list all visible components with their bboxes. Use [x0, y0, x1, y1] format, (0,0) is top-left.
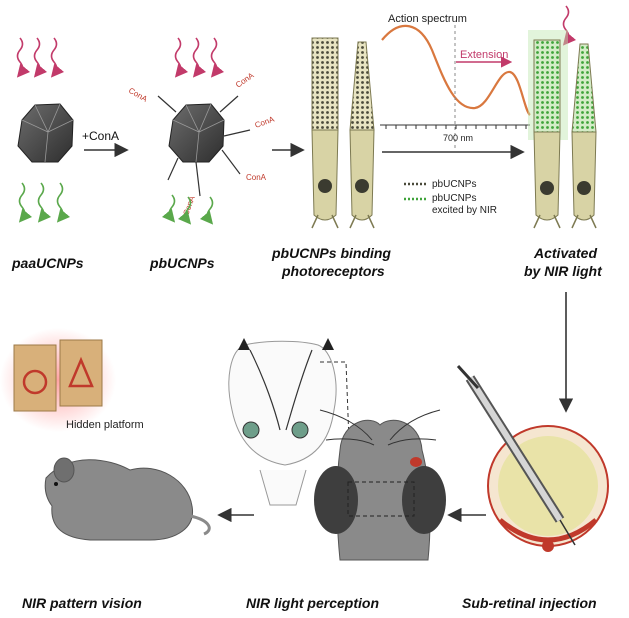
nanoparticle-icon — [17, 103, 74, 163]
legend-item-excited-1: pbUCNPs — [432, 193, 476, 204]
stage-activated: Activated by NIR light — [524, 5, 603, 279]
legend-item-pbucnps: pbUCNPs — [432, 179, 476, 190]
triangle-pattern-icon — [68, 356, 94, 388]
caption-injection: Sub-retinal injection — [462, 595, 597, 611]
legend-item-excited-2: excited by NIR — [432, 205, 497, 216]
stage-photoreceptors: pbUCNPs binding photoreceptors — [271, 37, 391, 279]
stage-label-activated-2: by NIR light — [524, 263, 603, 279]
stage-label-photoreceptors-1: pbUCNPs binding — [271, 245, 391, 261]
syringe-icon — [456, 364, 576, 546]
circle-pattern-icon — [22, 369, 48, 395]
stage-label-activated-1: Activated — [533, 245, 597, 261]
photoreceptor-icon — [571, 43, 597, 229]
nir-wave-icon — [562, 5, 577, 46]
photoreceptor-icon — [349, 41, 375, 229]
action-spectrum: Action spectrum Extension 700 nm — [380, 13, 531, 160]
projection-line — [320, 361, 353, 521]
mouse-icon — [44, 457, 211, 541]
stage-label-paaucnps: paaUCNPs — [11, 255, 84, 271]
stage-perception: NIR light perception — [228, 338, 446, 611]
nanoparticle-icon — [168, 103, 225, 163]
platform-label: Hidden platform — [66, 419, 144, 431]
legend: pbUCNPs pbUCNPs excited by NIR — [404, 179, 497, 216]
photoreceptor-icon — [311, 37, 339, 229]
pattern-panel-triangle — [59, 339, 103, 407]
svg-text:ConA: ConA — [254, 114, 277, 130]
caption-perception: NIR light perception — [246, 595, 379, 611]
mouse-icon — [314, 409, 446, 561]
emission-wave-icon — [161, 194, 214, 225]
spectrum-title: Action spectrum — [388, 13, 467, 25]
stage-label-photoreceptors-2: photoreceptors — [281, 263, 385, 279]
spectrum-tick-label: 700 nm — [443, 133, 473, 143]
stage-pbucnps: ConA ConA ConA ConA ConA pbUCNPs — [127, 37, 277, 271]
eye-icon — [487, 425, 609, 552]
svg-text:ConA: ConA — [127, 86, 149, 104]
emission-wave-icon — [18, 182, 71, 223]
nir-wave-icon — [174, 37, 225, 78]
extension-label: Extension — [460, 49, 508, 61]
stage-paaucnps: paaUCNPs — [11, 37, 84, 271]
stage-injection: Sub-retinal injection — [456, 364, 609, 611]
stage-label-pbucnps: pbUCNPs — [149, 255, 215, 271]
nir-wave-icon — [16, 37, 65, 78]
conA-ligands — [157, 95, 251, 197]
svg-text:ConA: ConA — [246, 173, 267, 182]
stage-pattern-vision: Hidden platform NIR pattern vision — [0, 328, 211, 611]
photoreceptor-icon — [533, 39, 561, 229]
pattern-panel-circle — [13, 344, 57, 412]
brain-icon — [228, 338, 337, 506]
spectrum-curve — [381, 24, 531, 116]
svg-text:ConA: ConA — [234, 70, 256, 89]
caption-pattern-vision: NIR pattern vision — [22, 595, 142, 611]
conA-arrow: +ConA — [82, 129, 129, 158]
conA-arrow-label: +ConA — [82, 129, 119, 143]
spectrum-axis — [380, 124, 530, 129]
